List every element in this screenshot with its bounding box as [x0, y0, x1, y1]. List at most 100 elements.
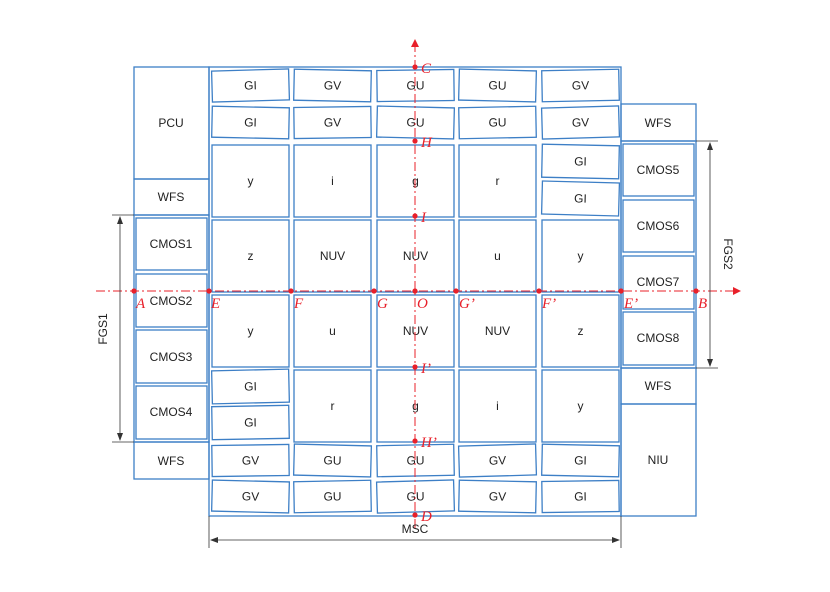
- bottom-strip-1-5-box: [541, 443, 620, 478]
- filter-cell-3-3-label: NUV: [403, 324, 428, 338]
- split-cell-r4c1-top-box: [210, 368, 291, 405]
- bottom-strip-2-5-box: [541, 479, 620, 514]
- cmos3-box: [135, 329, 208, 384]
- filter-cell-3-5-box: [541, 294, 620, 368]
- filter-cell-2-2-label: NUV: [320, 249, 345, 263]
- bottom-strip-1-1-box: [211, 443, 290, 478]
- point-g-dot: [371, 288, 377, 294]
- point-a-dot: [131, 288, 137, 294]
- bottom-strip-2-1-box: [210, 479, 291, 514]
- filter-cell-1-4-label: r: [496, 174, 500, 188]
- cmos7-box: [622, 255, 695, 310]
- top-strip-2-1-label: GI: [244, 115, 257, 129]
- cmos8-box: [622, 311, 695, 366]
- point-h-prime-label: H’: [420, 435, 437, 451]
- cmos2-label: CMOS2: [150, 294, 193, 308]
- cmos1-box: [135, 217, 208, 271]
- top-strip-1-5-box: [541, 68, 620, 103]
- cmos8-label: CMOS8: [637, 331, 680, 345]
- filter-cell-4-4-box: [458, 369, 537, 443]
- filter-cell-4-2-box: [293, 369, 372, 443]
- bottom-strip-1-3-box: [376, 443, 455, 478]
- bottom-strip-1-5: GI: [541, 443, 620, 478]
- point-i-prime-label: I’: [420, 361, 431, 377]
- niu-box: [620, 403, 697, 517]
- bottom-strip-1-3-label: GU: [406, 453, 424, 467]
- split-cell-r4c1-bottom-label: GI: [244, 415, 257, 429]
- bottom-strip-2-1-label: GV: [242, 489, 260, 503]
- filter-cell-3-1: y: [211, 294, 290, 368]
- top-strip-1-2-box: [293, 68, 372, 103]
- split-cell-r1c5-bottom-box: [540, 180, 621, 217]
- filter-cell-3-5: z: [541, 294, 620, 368]
- fgs2-label: FGS2: [721, 238, 735, 270]
- cmos2-box: [135, 273, 208, 328]
- filter-cell-3-2-box: [293, 294, 372, 368]
- point-f-prime-dot: [536, 288, 542, 294]
- fgs1-dimension: FGS1: [96, 214, 134, 443]
- top-strip-2-5-box: [540, 105, 621, 140]
- filter-cell-2-5: y: [541, 219, 620, 293]
- top-strip-2-2: GV: [293, 105, 372, 140]
- top-strip-1-4-label: GU: [488, 78, 506, 92]
- bottom-strip-2-5-label: GI: [574, 489, 587, 503]
- left-wfs-bottom-box: [133, 441, 210, 480]
- point-i-prime-dot: [412, 364, 418, 370]
- bottom-strip-2-4-box: [458, 479, 537, 514]
- bottom-strip-2-3-label: GU: [406, 489, 424, 503]
- top-strip-2-3-box: [375, 105, 456, 140]
- msc-detector-grid: GIGVGUGUGVGIGVGUGUGVyigrzNUVNUVuyyuNUVNU…: [210, 68, 621, 514]
- filter-cell-3-4-box: [458, 294, 537, 368]
- filter-cell-1-2: i: [293, 144, 372, 218]
- filter-cell-4-5: y: [541, 369, 620, 443]
- top-strip-1-1-label: GI: [244, 78, 257, 92]
- bottom-strip-2-2-label: GU: [323, 489, 341, 503]
- bottom-strip-1-2-label: GU: [323, 453, 341, 467]
- top-strip-2-1-box: [211, 105, 290, 140]
- filter-cell-3-4-label: NUV: [485, 324, 510, 338]
- point-g-prime-dot: [453, 288, 459, 294]
- left-wfs-top-label: WFS: [158, 190, 185, 204]
- bottom-strip-2-4-label: GV: [489, 489, 507, 503]
- filter-cell-4-5-box: [541, 369, 620, 443]
- split-cell-r1c5-top-box: [540, 143, 621, 180]
- bottom-strip-1-2-box: [292, 443, 373, 478]
- top-strip-1-4-box: [457, 68, 538, 103]
- top-strip-1-3-box: [376, 68, 455, 103]
- cmos1-label: CMOS1: [150, 237, 193, 251]
- msc-dimension: MSC: [208, 516, 622, 548]
- point-e-prime-dot: [618, 288, 624, 294]
- cmos3-label: CMOS3: [150, 350, 193, 364]
- top-strip-2-5: GV: [540, 105, 621, 140]
- filter-cell-4-4-label: i: [496, 399, 499, 413]
- reference-points: C H I O I’ H’ D A E F G G’ F’ E’ B: [131, 61, 707, 525]
- point-h-label: H: [420, 135, 433, 151]
- bottom-strip-2-4: GV: [458, 479, 537, 514]
- top-strip-1-1: GI: [210, 68, 291, 103]
- point-h-dot: [412, 138, 418, 144]
- top-strip-2-3-label: GU: [406, 115, 424, 129]
- split-cell-r4c1-bottom-box: [211, 404, 290, 441]
- filter-cell-3-1-label: y: [248, 324, 254, 338]
- niu-label: NIU: [648, 453, 669, 467]
- filter-cell-2-4-box: [458, 219, 537, 293]
- filter-cell-3-1-box: [211, 294, 290, 368]
- top-strip-2-1: GI: [211, 105, 290, 140]
- point-o-label: O: [417, 296, 428, 312]
- top-strip-2-4-box: [458, 105, 537, 140]
- msc-label: MSC: [402, 522, 429, 536]
- right-wfs-bottom-label: WFS: [645, 379, 672, 393]
- top-strip-1-5: GV: [541, 68, 620, 103]
- filter-cell-3-2-label: u: [329, 324, 336, 338]
- point-g-label: G: [377, 296, 388, 312]
- point-g-prime-label: G’: [459, 296, 475, 312]
- filter-cell-1-4-box: [458, 144, 537, 218]
- left-column: PCU WFS CMOS1 CMOS2 CMOS3 CMOS4 WFS: [133, 66, 210, 480]
- filter-cell-2-2-box: [293, 219, 372, 293]
- filter-cell-2-1-label: z: [248, 249, 254, 263]
- point-e-prime-label: E’: [623, 296, 638, 312]
- point-c-dot: [412, 64, 418, 70]
- bottom-strip-1-3: GU: [376, 443, 455, 478]
